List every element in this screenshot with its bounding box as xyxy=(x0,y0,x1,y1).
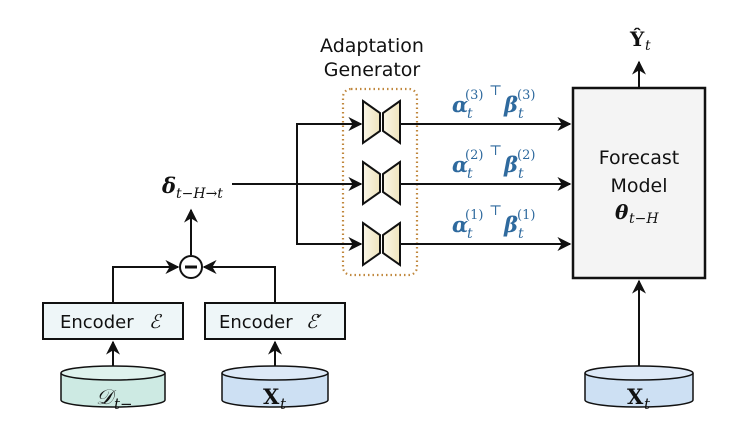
forecast-model-line1: Forecast xyxy=(599,147,679,169)
svg-text:(1): (1) xyxy=(517,208,535,223)
adaptation-generator-title-line2: Generator xyxy=(324,59,421,81)
dataset-model-input-sub: t xyxy=(644,395,651,413)
dataset-history-sub: t− xyxy=(114,395,133,413)
delta-arrow-top xyxy=(296,117,363,184)
adaptation-label-3: α t (3) ⊤ β t (3) xyxy=(452,83,535,122)
svg-text:α: α xyxy=(452,152,468,177)
svg-text:(1): (1) xyxy=(465,208,483,223)
encoder-2: Encoder ℰ′ xyxy=(204,302,346,340)
encoder-2-symbol: ℰ′ xyxy=(306,311,323,333)
svg-text:t: t xyxy=(467,106,473,122)
dataset-input-sub: t xyxy=(280,395,287,413)
adaptation-label-1: α t (1) ⊤ β t (1) xyxy=(452,203,535,242)
svg-text:α: α xyxy=(452,212,468,237)
dataset-cylinder-input: X t xyxy=(221,365,329,413)
dataset-cylinder-history: 𝒟 t− xyxy=(60,365,166,413)
encoder1-to-subtract-arrow xyxy=(112,260,180,303)
svg-text:β: β xyxy=(503,92,518,117)
svg-text:β: β xyxy=(503,212,518,237)
svg-text:⊤: ⊤ xyxy=(489,83,502,99)
hourglass-icon-3 xyxy=(362,99,401,145)
adaptation-label-2: α t (2) ⊤ β t (2) xyxy=(452,143,535,182)
encoder-1: Encoder ℰ xyxy=(42,302,184,340)
svg-text:t: t xyxy=(518,106,524,122)
encoder-1-symbol: ℰ xyxy=(149,311,163,333)
forecast-model-param: θ xyxy=(615,200,629,224)
svg-text:(2): (2) xyxy=(517,148,535,163)
dataset-history-symbol: 𝒟 xyxy=(96,385,117,409)
svg-text:⊤: ⊤ xyxy=(489,143,502,159)
delta-symbol: δ xyxy=(161,173,176,198)
dataset-cylinder-model-input: X t xyxy=(584,365,694,413)
svg-text:β: β xyxy=(503,152,518,177)
dataset-input-symbol: X xyxy=(263,384,280,409)
output-sub: t xyxy=(645,38,651,54)
output-symbol: Ŷ xyxy=(629,27,645,51)
svg-text:(3): (3) xyxy=(517,88,535,103)
svg-text:α: α xyxy=(452,92,468,117)
adaptation-generator-title-line1: Adaptation xyxy=(320,35,424,57)
svg-text:t: t xyxy=(467,226,473,242)
svg-text:t: t xyxy=(518,226,524,242)
encoder-2-label: Encoder xyxy=(219,312,293,333)
svg-text:t: t xyxy=(467,166,473,182)
svg-text:t: t xyxy=(518,166,524,182)
delta-arrow-bottom xyxy=(296,184,363,251)
svg-text:(3): (3) xyxy=(465,88,483,103)
svg-text:⊤: ⊤ xyxy=(489,203,502,219)
delta-sub: t−H→t xyxy=(176,186,223,202)
hourglass-icon-1 xyxy=(362,221,401,267)
hourglass-icon-2 xyxy=(362,160,401,206)
encoder-1-label: Encoder xyxy=(60,312,134,333)
dataset-model-input-symbol: X xyxy=(627,384,644,409)
forecast-model-line2: Model xyxy=(610,175,667,197)
encoder2-to-subtract-arrow xyxy=(202,260,276,303)
svg-text:(2): (2) xyxy=(465,148,483,163)
forecast-model-param-sub: t−H xyxy=(629,211,659,227)
forecast-model-box xyxy=(571,86,707,280)
